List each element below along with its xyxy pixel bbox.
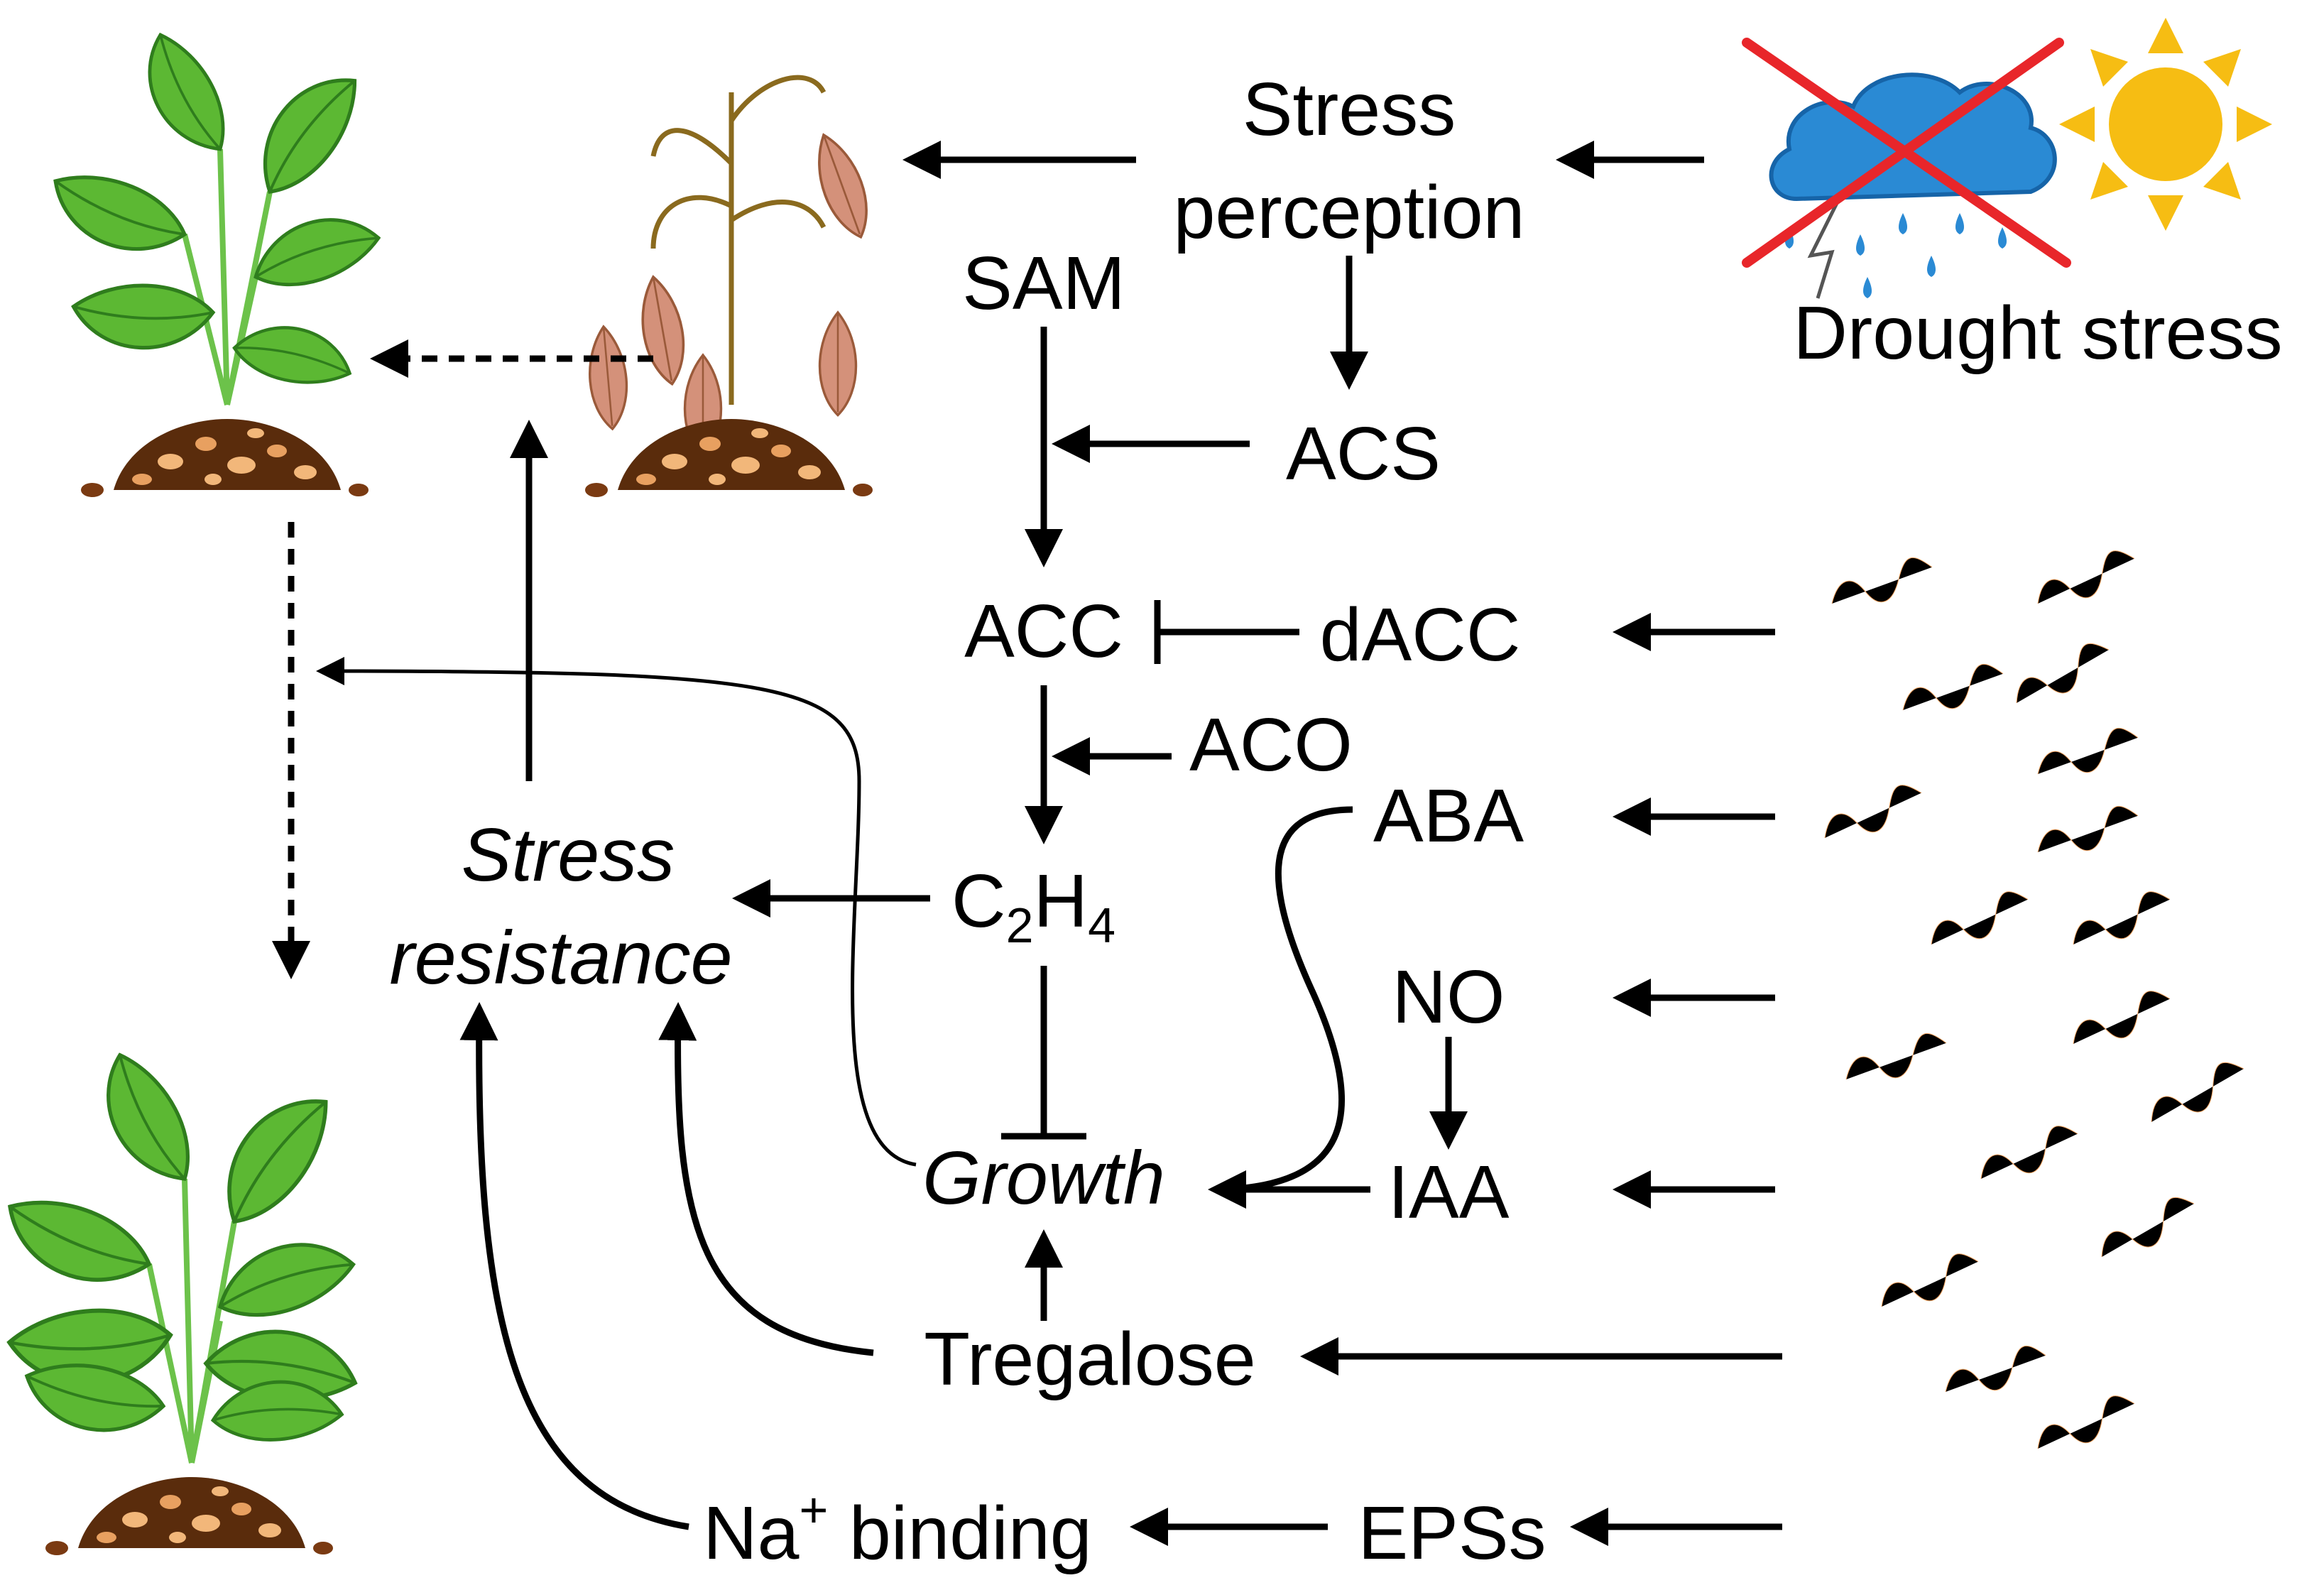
tregalose-label: Tregalose	[924, 1317, 1255, 1401]
iaa-label: IAA	[1388, 1150, 1510, 1234]
c2h4-label: C2H4	[951, 859, 1115, 953]
wilted-plant-icon	[584, 75, 880, 497]
na-text: Na	[703, 1491, 800, 1575]
no-rain-cross-icon	[1742, 38, 2071, 268]
no-label: NO	[1392, 955, 1505, 1039]
c2h4-sub-4: 4	[1088, 898, 1115, 953]
bacteria-icon	[1817, 543, 2252, 1464]
arrows	[272, 141, 1782, 1546]
sam-label: SAM	[962, 241, 1125, 325]
stress-perception-label-line2: perception	[1173, 170, 1524, 254]
growth-label: Growth	[922, 1136, 1165, 1220]
acs-label: ACS	[1286, 412, 1441, 496]
recovered-plant-icon	[0, 1043, 364, 1555]
c2h4-h: H	[1034, 859, 1089, 943]
na-binding-label: Na+ binding	[703, 1482, 1092, 1575]
stress-resistance-label-line1: Stress	[462, 813, 675, 897]
na-superscript-plus: +	[800, 1482, 829, 1537]
aba-label: ABA	[1373, 774, 1524, 858]
drought-stress-label: Drought stress	[1793, 291, 2282, 375]
stress-resistance-label-line2: resistance	[389, 916, 732, 1000]
dacc-label: dACC	[1320, 593, 1521, 677]
binding-text: binding	[828, 1491, 1091, 1575]
aco-label: ACO	[1189, 703, 1353, 787]
healthy-plant-icon	[40, 24, 384, 497]
rain-cloud-icon	[1769, 72, 2057, 299]
stress-perception-label-line1: Stress	[1243, 67, 1456, 151]
sun-icon	[2059, 18, 2272, 231]
c2h4-sub-2: 2	[1006, 898, 1034, 953]
acc-label: ACC	[964, 589, 1123, 673]
epss-label: EPSs	[1358, 1491, 1546, 1575]
c2h4-c: C	[951, 859, 1006, 943]
